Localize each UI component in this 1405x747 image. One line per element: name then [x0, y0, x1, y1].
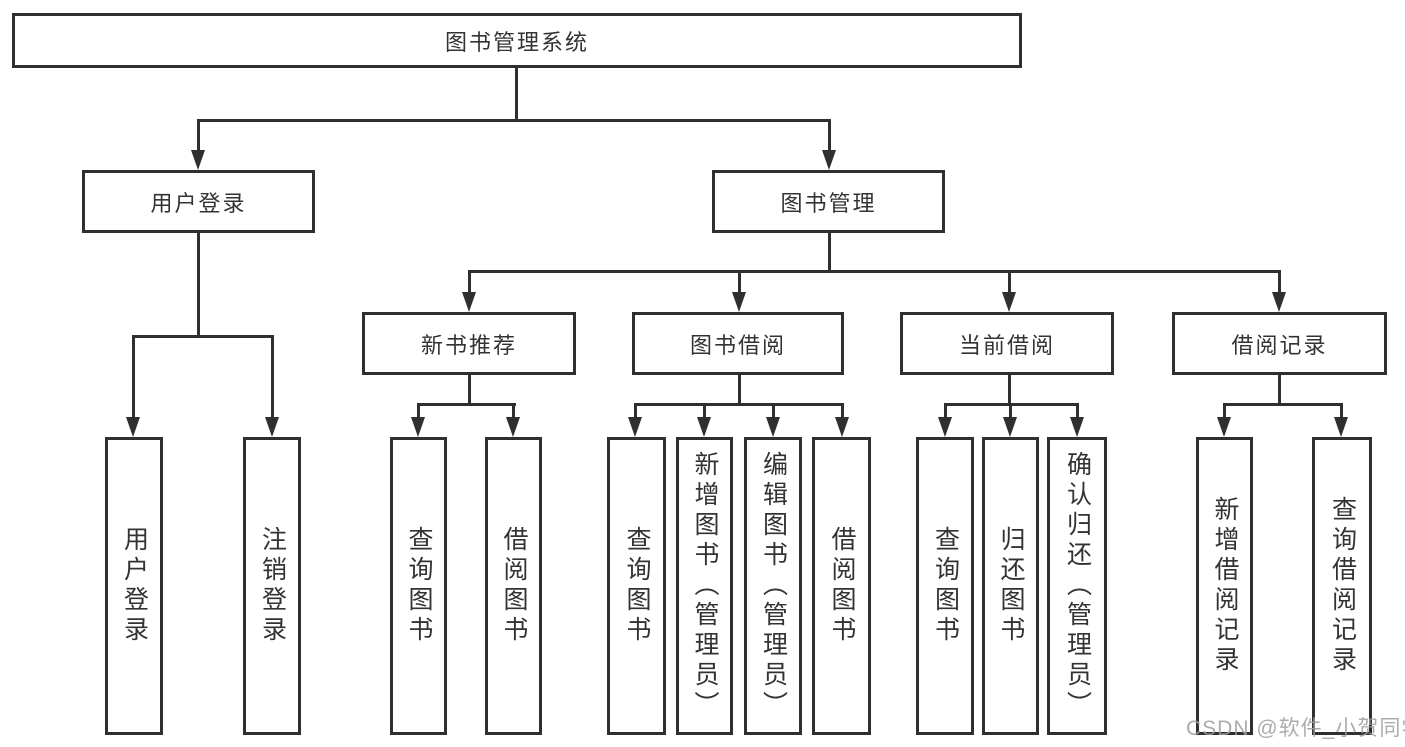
leaf-confirm-return-admin: 确认归还（管理员）: [1047, 437, 1107, 735]
connector-line: [512, 403, 515, 420]
node-borrowing-records-label: 借阅记录: [1231, 332, 1328, 358]
connector-line: [1340, 403, 1343, 420]
connector-line: [828, 233, 831, 273]
arrow-down-icon: [1334, 417, 1348, 437]
arrow-down-icon: [628, 417, 642, 437]
leaf-add-borrow-record: 新增借阅记录: [1196, 437, 1253, 735]
connector-line: [1008, 375, 1011, 406]
connector-line: [197, 119, 831, 122]
leaf-borrow-books-2-label: 借阅图书: [828, 526, 856, 646]
connector-line: [1223, 403, 1343, 406]
arrow-down-icon: [265, 417, 279, 437]
leaf-query-books-1-label: 查询图书: [405, 526, 433, 646]
connector-line: [634, 403, 637, 420]
connector-line: [738, 270, 741, 294]
connector-line: [841, 403, 844, 420]
leaf-add-books-admin-label: 新增图书（管理员）: [691, 451, 719, 721]
arrow-down-icon: [126, 417, 140, 437]
arrow-down-icon: [506, 417, 520, 437]
leaf-add-books-admin: 新增图书（管理员）: [676, 437, 733, 735]
connector-line: [417, 403, 420, 420]
connector-line: [468, 270, 471, 294]
leaf-add-borrow-record-label: 新增借阅记录: [1211, 496, 1239, 676]
connector-line: [1278, 270, 1281, 294]
leaf-query-books-2: 查询图书: [607, 437, 666, 735]
connector-line: [132, 335, 135, 420]
node-book-borrowing-label: 图书借阅: [689, 332, 786, 358]
node-root: 图书管理系统: [12, 13, 1022, 68]
arrow-down-icon: [697, 417, 711, 437]
node-new-book-recommend: 新书推荐: [362, 312, 576, 375]
connector-line: [944, 403, 947, 420]
leaf-borrow-books-2: 借阅图书: [812, 437, 871, 735]
node-borrowing-records: 借阅记录: [1172, 312, 1387, 375]
connector-line: [1008, 270, 1011, 294]
node-current-borrowing: 当前借阅: [900, 312, 1114, 375]
leaf-query-books-3: 查询图书: [916, 437, 974, 735]
arrow-down-icon: [766, 417, 780, 437]
connector-line: [1223, 403, 1226, 420]
leaf-query-borrow-record-label: 查询借阅记录: [1328, 496, 1357, 676]
connector-line: [417, 403, 516, 406]
connector-line: [468, 270, 1281, 273]
connector-line: [271, 335, 274, 420]
connector-line: [634, 403, 844, 406]
node-user-login: 用户登录: [82, 170, 315, 233]
arrow-down-icon: [1002, 292, 1016, 312]
arrow-down-icon: [1272, 292, 1286, 312]
arrow-down-icon: [822, 150, 836, 170]
arrow-down-icon: [1003, 417, 1017, 437]
connector-line: [1009, 403, 1012, 420]
leaf-query-books-3-label: 查询图书: [931, 526, 960, 646]
node-book-borrowing: 图书借阅: [632, 312, 844, 375]
connector-line: [738, 375, 741, 406]
leaf-edit-books-admin-label: 编辑图书（管理员）: [759, 451, 788, 721]
node-new-book-recommend-label: 新书推荐: [420, 332, 517, 358]
connector-line: [468, 375, 471, 406]
leaf-query-books-1: 查询图书: [390, 437, 447, 735]
arrow-down-icon: [1217, 417, 1231, 437]
connector-line: [197, 233, 200, 338]
node-current-borrowing-label: 当前借阅: [958, 332, 1055, 358]
leaf-logout: 注销登录: [243, 437, 301, 735]
leaf-confirm-return-admin-label: 确认归还（管理员）: [1063, 451, 1092, 721]
node-user-login-label: 用户登录: [150, 190, 247, 216]
node-root-label: 图书管理系统: [444, 29, 589, 55]
connector-line: [828, 119, 831, 155]
leaf-query-books-2-label: 查询图书: [623, 526, 651, 646]
leaf-edit-books-admin: 编辑图书（管理员）: [744, 437, 802, 735]
node-book-management: 图书管理: [712, 170, 945, 233]
arrow-down-icon: [411, 417, 425, 437]
arrow-down-icon: [191, 150, 205, 170]
leaf-return-books-label: 归还图书: [997, 526, 1025, 646]
connector-line: [132, 335, 274, 338]
arrow-down-icon: [732, 292, 746, 312]
leaf-return-books: 归还图书: [982, 437, 1039, 735]
arrow-down-icon: [462, 292, 476, 312]
leaf-user-login: 用户登录: [105, 437, 163, 735]
connector-line: [772, 403, 775, 420]
leaf-logout-label: 注销登录: [258, 526, 287, 646]
connector-line: [515, 68, 518, 121]
leaf-borrow-books-1: 借阅图书: [485, 437, 542, 735]
arrow-down-icon: [1070, 417, 1084, 437]
connector-line: [1278, 375, 1281, 406]
leaf-borrow-books-1-label: 借阅图书: [500, 526, 528, 646]
arrow-down-icon: [938, 417, 952, 437]
leaf-query-borrow-record: 查询借阅记录: [1312, 437, 1372, 735]
csdn-watermark: CSDN @软件_小贺同学: [1186, 717, 1405, 740]
arrow-down-icon: [835, 417, 849, 437]
connector-line: [197, 119, 200, 155]
connector-line: [1076, 403, 1079, 420]
leaf-user-login-label: 用户登录: [120, 526, 149, 646]
node-book-management-label: 图书管理: [780, 190, 877, 216]
connector-line: [703, 403, 706, 420]
